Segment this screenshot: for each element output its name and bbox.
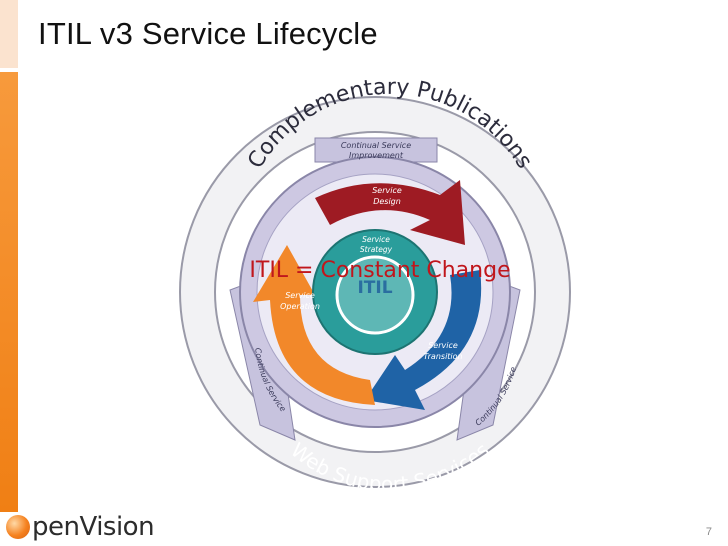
- logo-circle-icon: [6, 515, 30, 539]
- page-number: 7: [705, 526, 712, 538]
- design-label-line2: Design: [373, 197, 401, 206]
- design-label-line1: Service: [372, 186, 402, 195]
- itil-lifecycle-diagram: Complementary Publications Web Support S…: [179, 80, 571, 496]
- openvision-logo: penVision: [6, 512, 155, 542]
- service-operation-arrow: [253, 245, 375, 405]
- decorative-stripe-left: [0, 72, 18, 512]
- itil-core: [335, 255, 415, 335]
- operation-label-line2: Operation: [280, 302, 320, 311]
- service-design-arrow: [315, 180, 465, 245]
- operation-label-line1: Service: [285, 291, 315, 300]
- csi-top-label-line2: Improvement: [349, 151, 404, 160]
- csi-top-label-line1: Continual Service: [341, 141, 411, 150]
- decorative-stripe-top: [0, 0, 18, 68]
- strategy-label-line1: Service: [362, 235, 390, 244]
- slide-title: ITIL v3 Service Lifecycle: [38, 16, 378, 51]
- transition-label-line2: Transition: [423, 352, 462, 361]
- constant-change-caption: ITIL = Constant Change: [249, 258, 511, 283]
- logo-text: penVision: [32, 512, 155, 542]
- service-transition-arrow: [365, 270, 482, 410]
- strategy-label-line2: Strategy: [360, 245, 393, 254]
- csi-top-box: [314, 137, 438, 163]
- itil-core-label: ITIL: [357, 278, 392, 298]
- transition-label-line1: Service: [428, 341, 458, 350]
